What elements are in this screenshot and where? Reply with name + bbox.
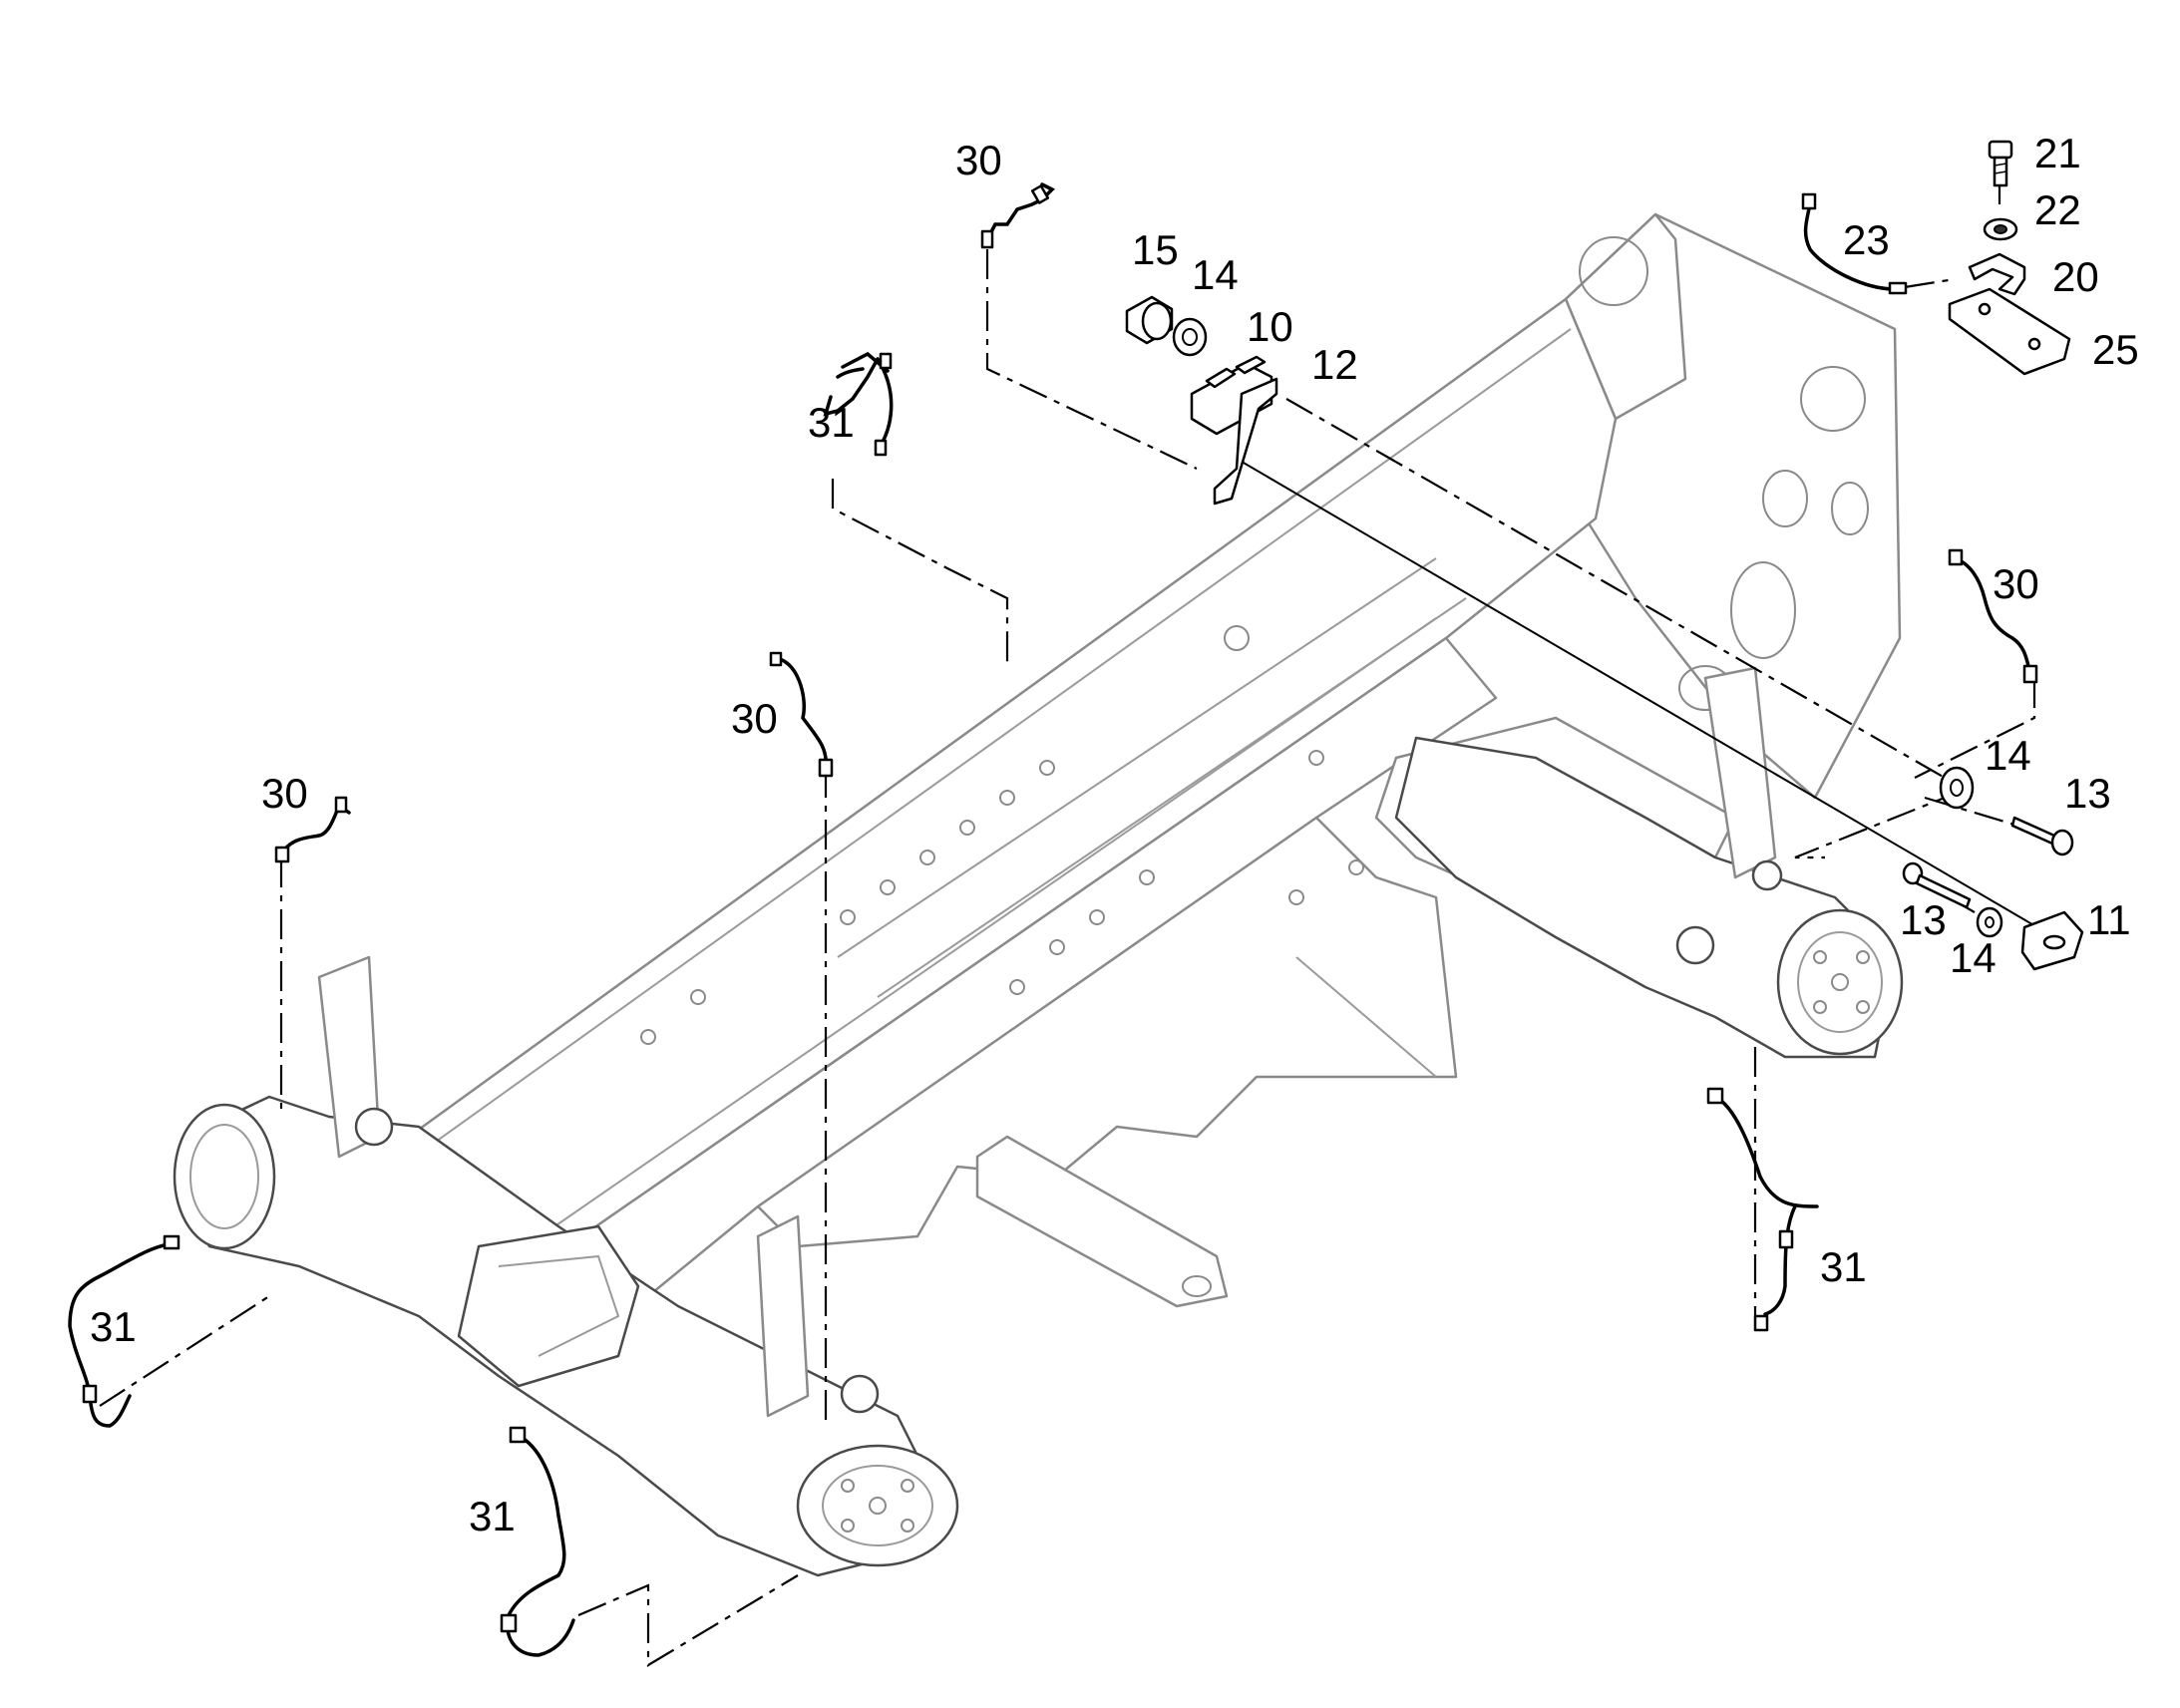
callout-30-top: 30 xyxy=(955,137,1002,183)
bolt-13-lower xyxy=(1902,861,1972,909)
clip-20 xyxy=(1968,252,2026,296)
callout-11: 11 xyxy=(2087,896,2131,943)
bolt-13-upper xyxy=(2010,816,2074,856)
callout-13-lower: 13 xyxy=(1900,896,1947,943)
callout-31-right: 31 xyxy=(1820,1243,1867,1290)
cable-31-bottom xyxy=(506,1434,575,1657)
callout-13-upper: 13 xyxy=(2064,770,2111,817)
callout-14-right: 14 xyxy=(1985,732,2031,779)
cable-31-left xyxy=(68,1242,172,1428)
cable-30-top xyxy=(985,182,1055,241)
callout-25: 25 xyxy=(2092,326,2139,373)
callout-22: 22 xyxy=(2034,186,2081,233)
chassis-frame xyxy=(407,212,1902,1308)
callout-labels: 30 15 14 10 12 21 22 23 20 25 31 30 30 1… xyxy=(90,130,2139,1539)
bracket-12 xyxy=(1213,377,1278,506)
rear-axle-assembly xyxy=(1394,666,1904,1059)
cable-31-upper xyxy=(823,351,894,451)
callout-14-lower: 14 xyxy=(1950,934,1997,981)
callout-20: 20 xyxy=(2052,253,2099,300)
cable-30-right xyxy=(1953,556,2031,672)
callout-30-left: 30 xyxy=(261,770,308,817)
cable-31-right xyxy=(1713,1095,1819,1316)
cable-23 xyxy=(1803,197,1897,291)
callout-14-top: 14 xyxy=(1192,251,1239,298)
callout-10: 10 xyxy=(1247,303,1293,350)
bolt-21 xyxy=(1988,140,2013,187)
front-axle-assembly xyxy=(173,955,959,1577)
callout-30-middle: 30 xyxy=(731,695,778,742)
callout-21: 21 xyxy=(2034,130,2081,176)
nut-15 xyxy=(1125,295,1174,345)
leader-lines xyxy=(99,174,2055,1667)
cable-30-middle xyxy=(771,656,828,770)
plate-25 xyxy=(1948,287,2071,376)
callout-30-right: 30 xyxy=(1993,560,2039,607)
callout-23: 23 xyxy=(1843,216,1890,263)
sensor-block-10 xyxy=(1190,355,1273,436)
callout-31-bottom: 31 xyxy=(469,1493,516,1539)
callout-12: 12 xyxy=(1311,341,1358,388)
parts-group xyxy=(68,140,2084,1657)
target-11 xyxy=(2020,910,2084,971)
callout-15: 15 xyxy=(1132,226,1179,273)
callout-31-left: 31 xyxy=(90,1303,137,1350)
callout-31-upper: 31 xyxy=(808,399,855,446)
